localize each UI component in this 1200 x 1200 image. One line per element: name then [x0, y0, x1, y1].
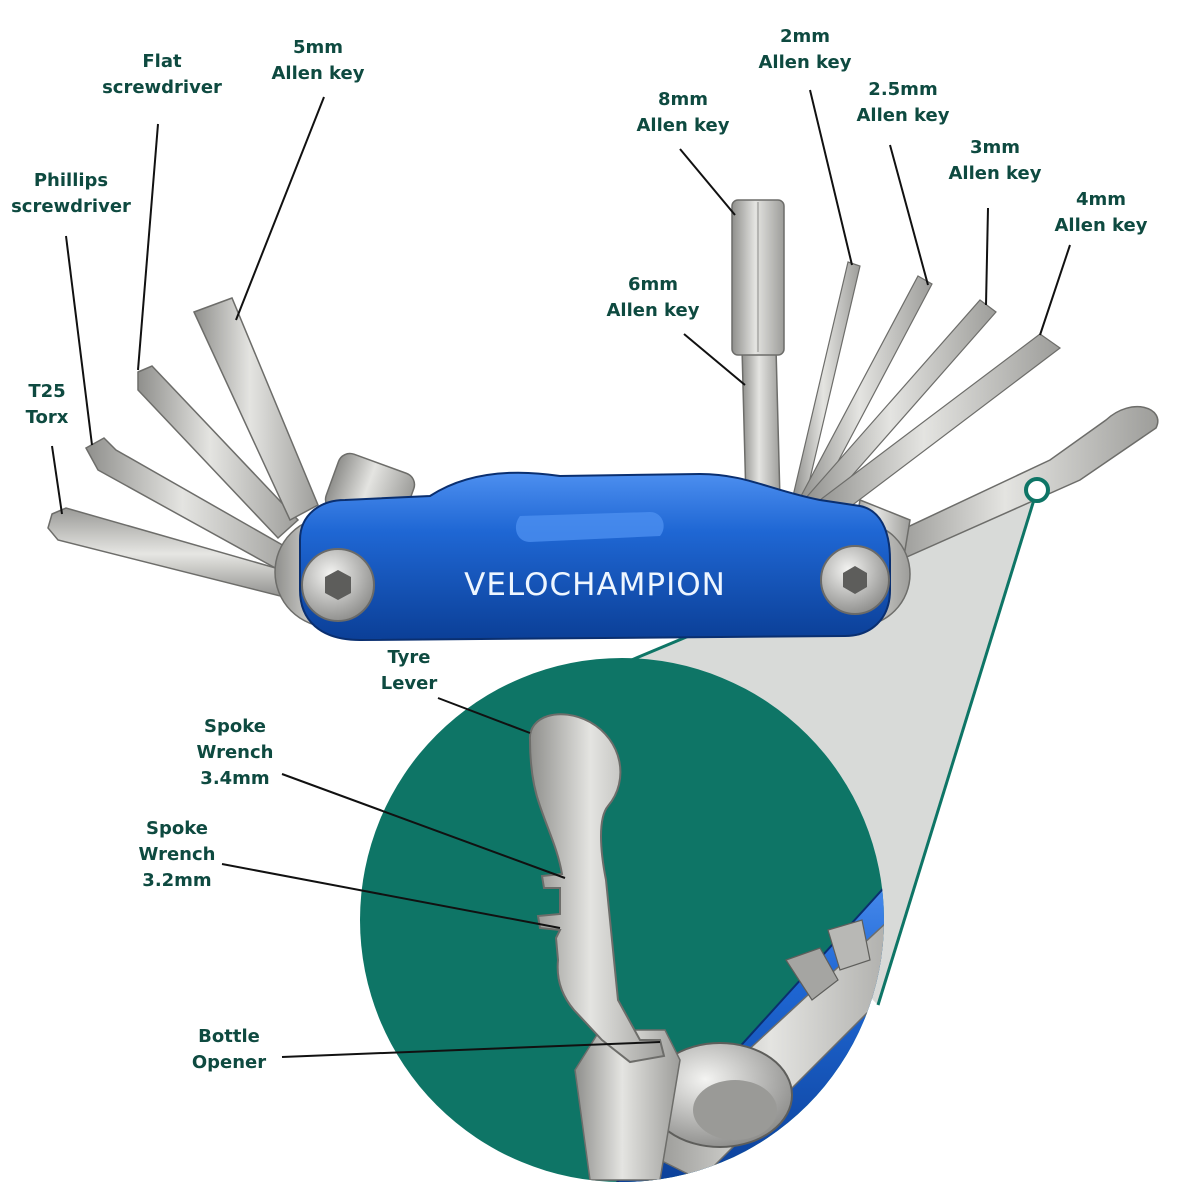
callout-line-t25 — [51, 445, 63, 515]
inset-detail — [528, 713, 884, 1182]
callout-line-allen8 — [679, 148, 736, 216]
callout-lines — [51, 89, 1071, 1058]
blue-tool-body: VELOCHAMPION — [299, 471, 891, 642]
flat-screwdriver-bit — [137, 365, 300, 540]
callout-line-allen4 — [1039, 244, 1071, 336]
callout-line-bottle — [281, 1041, 661, 1058]
callout-line-allen25 — [889, 144, 929, 286]
left-bolt — [301, 548, 375, 622]
allen-8mm-6mm-bit — [731, 199, 785, 501]
zoom-cone-edge-bottom — [876, 489, 1039, 1006]
zoom-origin-marker — [1024, 477, 1050, 503]
brand-name: VELOCHAMPION — [464, 567, 726, 603]
callout-line-spoke34 — [281, 773, 566, 879]
callout-line-spoke32 — [221, 863, 561, 929]
callout-line-flat — [137, 123, 159, 371]
callout-line-phillips — [65, 235, 93, 446]
tyre-lever-closeup — [528, 713, 666, 1064]
callout-line-allen6 — [683, 333, 746, 386]
callout-line-allen2 — [809, 89, 853, 266]
callout-line-allen5 — [235, 96, 325, 321]
right-bolt — [820, 545, 890, 615]
callout-line-tyre — [437, 697, 531, 734]
callout-line-allen3 — [985, 207, 989, 306]
allen-5mm-key — [192, 297, 319, 522]
